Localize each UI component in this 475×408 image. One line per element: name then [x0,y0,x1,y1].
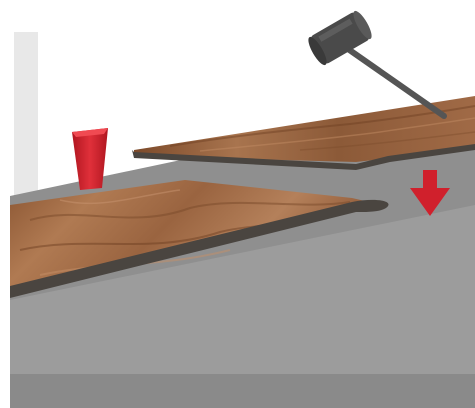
spacer-wedge-icon [72,128,108,190]
wall [14,32,38,202]
floor-base-band [10,374,475,408]
mallet-icon [305,9,444,116]
